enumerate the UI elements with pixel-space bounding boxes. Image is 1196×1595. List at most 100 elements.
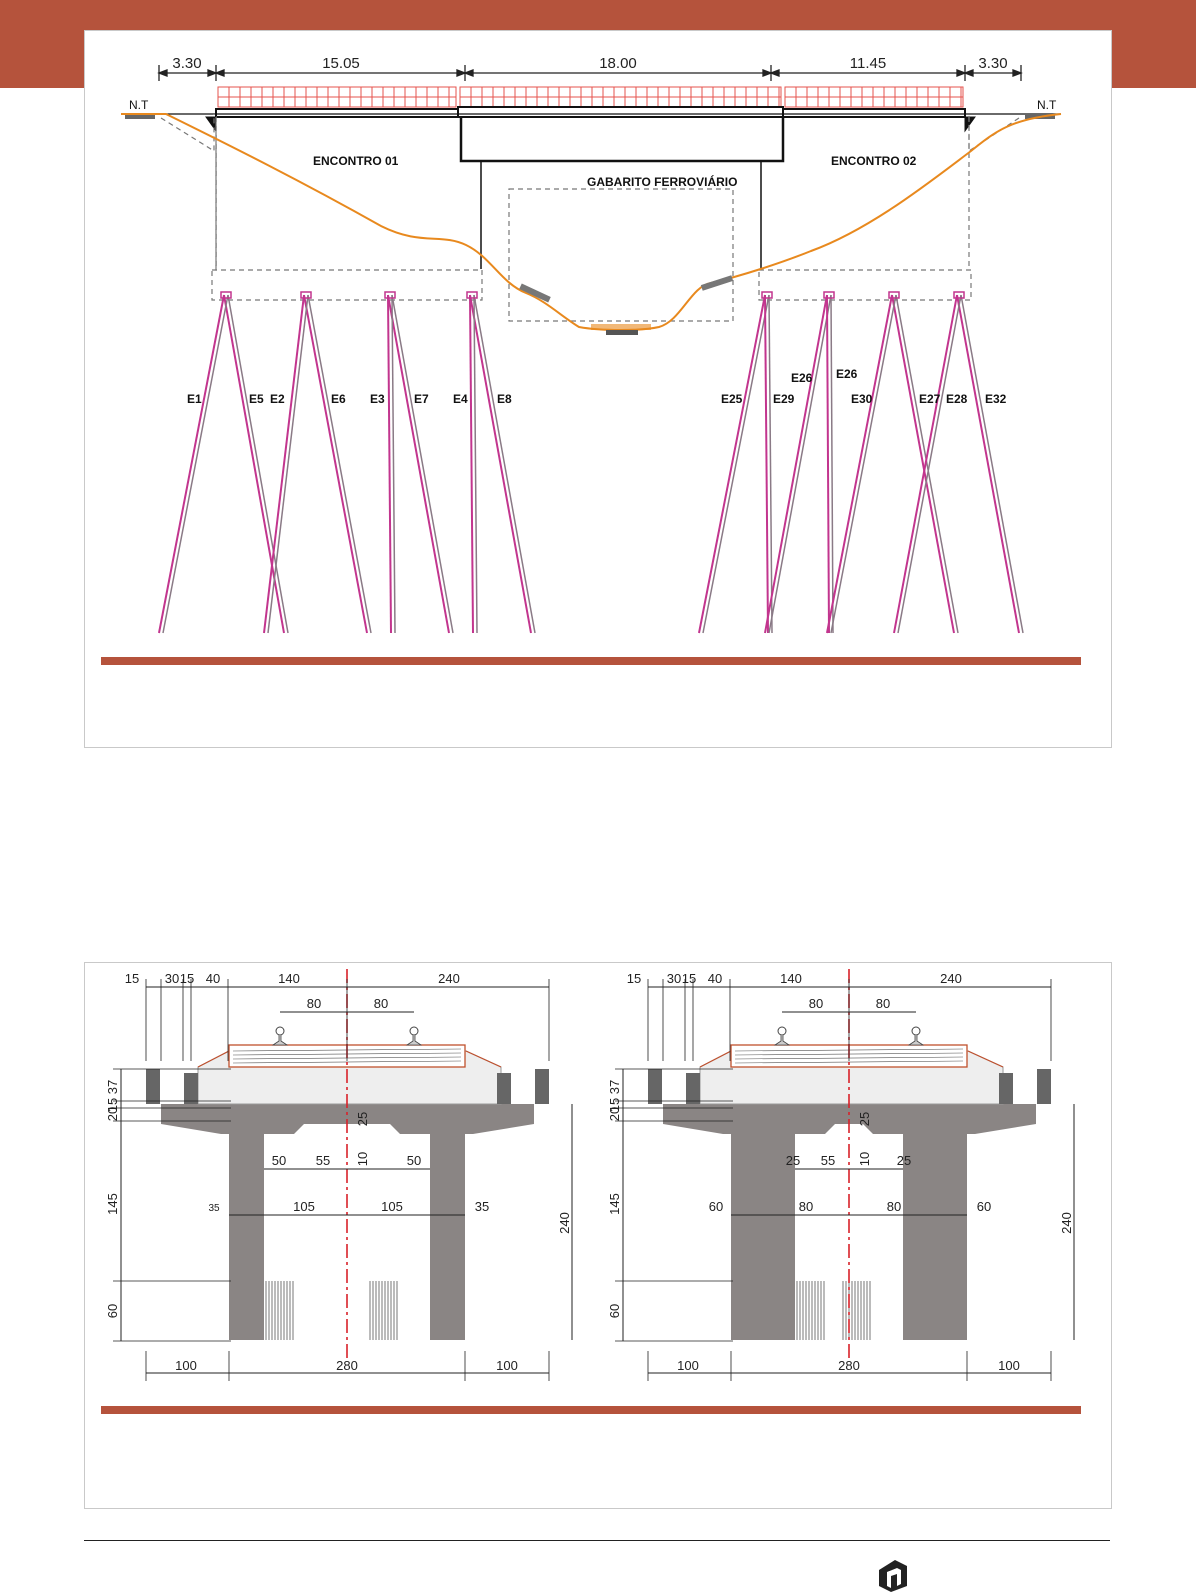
section-a-haunch-dim-2: 50	[407, 1153, 421, 1168]
pile-label-e26a: E26	[791, 371, 813, 385]
pile-e27-a	[891, 294, 955, 634]
section-b-mid-dim-0: 25	[857, 1112, 872, 1126]
pile-e26-a	[764, 294, 828, 634]
pile-label-e3: E3	[370, 392, 385, 406]
pile-e26-b-edge	[830, 294, 834, 634]
section-a-bottom-dim-1: 280	[336, 1358, 358, 1373]
section-a-left-dim-2: 20	[105, 1107, 120, 1121]
section-b-left-dim-3: 145	[607, 1193, 622, 1215]
section-b-left-dim-0: 37	[607, 1080, 622, 1094]
pile-e3-a-edge	[391, 294, 454, 634]
pier-left	[731, 1132, 795, 1340]
section-a-rail-dim-0: 80	[307, 996, 321, 1011]
section-a-right-dim: 240	[557, 1212, 572, 1234]
pile-head-3	[466, 291, 478, 299]
section-b-left-dim-1: 15	[607, 1098, 622, 1112]
terrain-profile	[121, 113, 1062, 331]
parapet-outer-1	[535, 1069, 549, 1104]
section-b-drawing	[648, 969, 1051, 1361]
section-b-haunch-dim-0: 25	[786, 1153, 800, 1168]
pile-e28-a	[956, 294, 1020, 634]
section-a-mid-dim-0: 25	[355, 1112, 370, 1126]
pile-label-e7: E7	[414, 392, 429, 406]
rail-supports	[519, 275, 734, 335]
pile-e3-b-edge	[391, 294, 396, 634]
section-b-top-dim-0: 15	[627, 971, 641, 986]
elevation-drawing: 3.30 15.05 18.00 11.45 3.30 N.T N.T	[101, 55, 1081, 665]
nt-right-label: N.T	[1037, 98, 1057, 112]
panel-2-footer-rule	[101, 1406, 1081, 1414]
section-b-top-dim-5: 240	[940, 971, 962, 986]
pile-label-e29: E29	[773, 392, 795, 406]
railing-guardrail	[217, 86, 964, 108]
pile-e4-a-edge	[473, 294, 536, 634]
pier-right	[430, 1132, 465, 1340]
section-b-right-dim: 240	[1059, 1212, 1074, 1234]
bearing-hatch-1	[842, 1281, 871, 1340]
pile-e1-a-edge	[227, 294, 289, 634]
section-a-drawing	[146, 969, 549, 1361]
section-a-haunch-dim-0: 50	[272, 1153, 286, 1168]
pile-e25-b	[764, 294, 769, 634]
section-a-inner-dim-3: 35	[475, 1199, 489, 1214]
rail-web-1	[405, 1035, 423, 1046]
parapet-inner-0	[184, 1073, 198, 1104]
span-dim-4: 11.45	[850, 55, 886, 72]
pile-label-e5: E5	[249, 392, 264, 406]
elevation-drawing-panel: 3.30 15.05 18.00 11.45 3.30 N.T N.T	[84, 30, 1112, 748]
pile-e1-b	[158, 294, 225, 634]
section-a-left-dim-1: 15	[105, 1098, 120, 1112]
pile-e1-b-edge	[162, 294, 229, 634]
pile-e27-b	[826, 294, 893, 634]
section-b-rail-dim-1: 80	[876, 996, 890, 1011]
pile-e4-a	[469, 294, 532, 634]
pile-head-7	[953, 291, 965, 299]
pile-e28-b-edge	[897, 294, 962, 634]
pile-e3-b	[387, 294, 392, 634]
pile-label-e2: E2	[270, 392, 285, 406]
section-a-top-dim-2: 15	[180, 971, 194, 986]
pier-left	[229, 1132, 264, 1340]
pile-e26-a-edge	[768, 294, 832, 634]
section-b-haunch-dim-2: 25	[897, 1153, 911, 1168]
pile-e4-b-edge	[473, 294, 478, 634]
rail-head-1	[409, 1026, 419, 1036]
section-a-haunch-dim-1: 55	[316, 1153, 330, 1168]
parapet-outer-0	[146, 1069, 160, 1104]
pile-head-6	[888, 291, 900, 299]
pile-head-0	[220, 291, 232, 299]
bearing-hatch-0	[265, 1281, 294, 1340]
pile-e2-a	[303, 294, 368, 634]
clearance-label: GABARITO FERROVIÁRIO	[587, 174, 737, 189]
abutment-1-label: ENCONTRO 01	[313, 154, 399, 168]
pile-e2-a-edge	[307, 294, 372, 634]
pile-e2-b	[263, 294, 305, 634]
section-b-inner-dim-3: 60	[977, 1199, 991, 1214]
rail-web-0	[271, 1035, 289, 1046]
publisher-logo-icon	[879, 1560, 907, 1592]
section-a-top-dim-3: 40	[206, 971, 220, 986]
section-b-top-dim-2: 15	[682, 971, 696, 986]
pile-label-e27: E27	[919, 392, 941, 406]
section-b-bottom-dim-0: 100	[677, 1358, 699, 1373]
span-dimension-chain	[157, 65, 1023, 81]
parapet-outer-1	[1037, 1069, 1051, 1104]
pile-e27-b-edge	[830, 294, 897, 634]
section-a-left-dim-3: 145	[105, 1193, 120, 1215]
section-a-bottom-dim-2: 100	[496, 1358, 518, 1373]
section-a-inner-dim-0: 35	[208, 1203, 220, 1214]
section-b-rail-dim-0: 80	[809, 996, 823, 1011]
pile-label-e30: E30	[851, 392, 873, 406]
page-footer-line	[84, 1540, 1110, 1541]
section-b-mid-dim-1: 10	[857, 1152, 872, 1166]
section-a-top-dim-1: 30	[165, 971, 179, 986]
section-a-top-dim-4: 140	[278, 971, 300, 986]
piles-group	[158, 291, 1024, 634]
parapet-inner-0	[686, 1073, 700, 1104]
section-a-bottom-dim-0: 100	[175, 1358, 197, 1373]
bearing-hatch-1	[369, 1281, 398, 1340]
ballast-edge	[699, 1050, 1004, 1068]
pile-label-e32: E32	[985, 392, 1007, 406]
pile-head-4	[761, 291, 773, 299]
